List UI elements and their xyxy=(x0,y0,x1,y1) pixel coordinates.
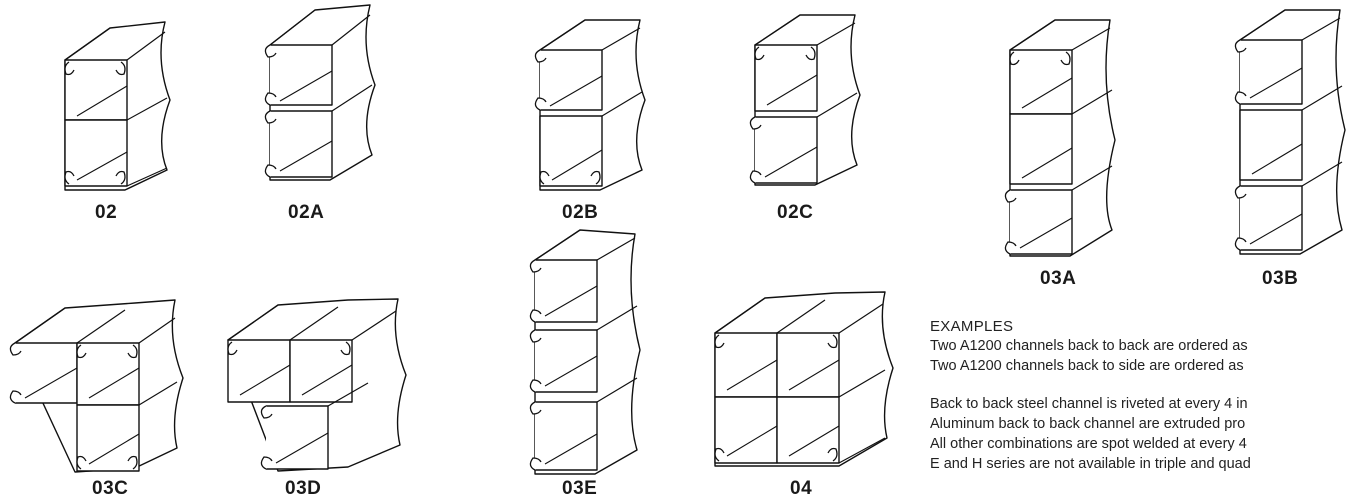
channel-figure-03B xyxy=(1230,9,1350,260)
example-line: All other combinations are spot welded a… xyxy=(930,436,1247,452)
channel-drawing-03E xyxy=(529,229,641,475)
channel-drawing-04 xyxy=(714,291,894,467)
channel-drawing-03A xyxy=(1004,19,1116,257)
example-line: Two A1200 channels back to back are orde… xyxy=(930,338,1248,354)
example-line: E and H series are not available in trip… xyxy=(930,456,1251,472)
channel-drawing-03C xyxy=(9,299,184,473)
figure-label-02C: 02C xyxy=(777,202,814,223)
example-line: Aluminum back to back channel are extrud… xyxy=(930,416,1246,432)
channel-drawing-02B xyxy=(534,19,646,191)
example-line: Back to back steel channel is riveted at… xyxy=(930,396,1248,412)
figure-label-03E: 03E xyxy=(562,478,598,499)
channel-figure-02C xyxy=(745,14,865,195)
figure-label-02A: 02A xyxy=(288,202,325,223)
channel-figure-03E xyxy=(525,229,645,480)
figure-label-03C: 03C xyxy=(92,478,129,499)
example-line: Two A1200 channels back to side are orde… xyxy=(930,358,1244,374)
channel-drawing-03B xyxy=(1234,9,1346,255)
channel-drawing-02C xyxy=(749,14,861,186)
figure-label-02B: 02B xyxy=(562,202,599,223)
examples-heading: EXAMPLES xyxy=(930,318,1014,335)
figure-label-02: 02 xyxy=(95,202,118,223)
figure-label-03B: 03B xyxy=(1262,268,1299,289)
figure-label-03A: 03A xyxy=(1040,268,1077,289)
figure-label-03D: 03D xyxy=(285,478,322,499)
channel-drawing-03D xyxy=(227,298,407,472)
channel-figure-02B xyxy=(530,19,650,200)
channel-figure-04 xyxy=(705,288,905,478)
channel-drawing-02A xyxy=(264,4,376,181)
channel-figure-02A xyxy=(260,4,380,185)
channel-figure-03A xyxy=(1000,19,1120,260)
channel-drawing-02 xyxy=(64,21,171,191)
figure-label-04: 04 xyxy=(790,478,813,499)
channel-figure-02 xyxy=(55,20,175,200)
channel-figure-03C xyxy=(5,298,195,478)
channel-figure-03D xyxy=(218,295,418,475)
